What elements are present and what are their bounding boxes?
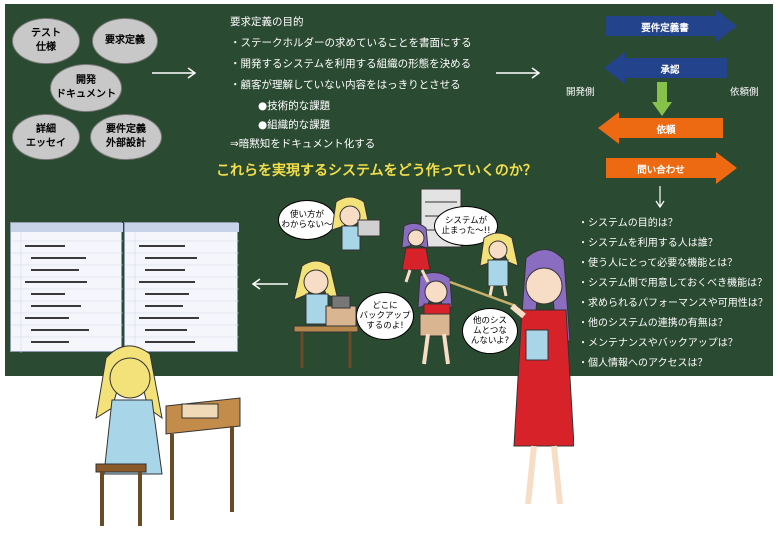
- flow-arrow-spec-label: 要件定義書: [641, 23, 689, 34]
- girl-running-illustration: [401, 222, 431, 283]
- down-arrow-icon: [655, 186, 665, 209]
- question-4: ・システム側で用意しておくべき機能は？: [578, 278, 768, 289]
- spreadsheet-image-right: [124, 222, 239, 353]
- question-2: ・システムを利用する人は誰？: [578, 238, 718, 249]
- flow-arrow-request: [598, 112, 723, 144]
- flow-arrow-approval-label: 承認: [660, 65, 680, 76]
- bubble-dev-docs: 開発 ドキュメント: [50, 64, 122, 112]
- purpose-sub-item-1: ●技術的な課題: [258, 100, 331, 112]
- question-1: ・システムの目的は？: [578, 218, 678, 229]
- question-8: ・個人情報へのアクセスは？: [578, 358, 708, 369]
- flow-arrow-approval: [604, 52, 727, 84]
- client-side-label: 依頼側: [730, 87, 759, 98]
- question-5: ・求められるパフォーマンスや可用性は？: [578, 298, 768, 309]
- speech-bubble-system-down: システムが 止まった～!!: [434, 206, 498, 246]
- flow-arrow-spec: [606, 10, 737, 42]
- bubble-detail-essay: 詳細 エッセイ: [12, 114, 80, 160]
- purpose-line-2: ・開発するシステムを利用する組織の形態を決める: [230, 58, 472, 70]
- developer-side-label: 開発側: [566, 87, 595, 98]
- purpose-conclusion: ⇒暗黙知をドキュメント化する: [230, 138, 376, 150]
- question-7: ・メンテナンスやバックアップは？: [578, 338, 738, 349]
- flow-arrow-request-label: 依頼: [656, 125, 676, 136]
- question-3: ・使う人にとって必要な機能とは？: [578, 258, 738, 269]
- girl-standing-illustration: [479, 232, 519, 297]
- left-arrow-icon: [251, 278, 288, 290]
- girl-with-monitor-illustration: [331, 196, 381, 251]
- purpose-sub-item-2: ●組織的な課題: [258, 119, 331, 131]
- flow-arrow-inquiry-label: 問い合わせ: [637, 165, 685, 176]
- right-arrow-icon: [152, 67, 197, 79]
- teacher-pointing-illustration: [449, 249, 574, 505]
- down-arrow-icon: [652, 82, 672, 116]
- purpose-line-3: ・顧客が理解していない内容をはっきりとさせる: [230, 79, 461, 91]
- bubble-test-spec: テスト 仕様: [12, 18, 80, 64]
- spreadsheet-image-left: [10, 222, 123, 353]
- speech-bubble-confused: 使い方が わからない～: [278, 200, 336, 240]
- headline: これらを実現するシステムをどう作っていくのか？: [216, 163, 537, 179]
- speech-bubble-integration: 他のシス ムとつな んないよ?: [462, 308, 518, 354]
- bubble-requirements: 要求定義: [92, 18, 158, 64]
- girl-at-computer-illustration: [293, 260, 359, 368]
- question-6: ・他のシステムの連携の有無は？: [578, 318, 728, 329]
- student-at-desk-illustration: [95, 345, 241, 526]
- right-arrow-icon: [496, 67, 541, 79]
- purpose-line-1: ・ステークホルダーの求めていることを書面にする: [230, 37, 472, 49]
- bubble-external-design: 要件定義 外部設計: [90, 114, 162, 160]
- flow-arrow-inquiry: [606, 152, 737, 184]
- purpose-heading: 要求定義の目的: [230, 16, 304, 28]
